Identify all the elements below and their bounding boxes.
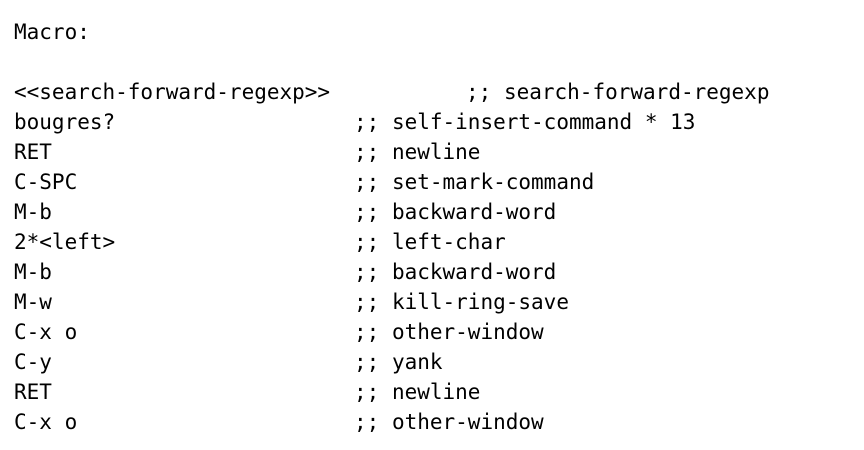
macro-keys: M-b — [14, 200, 52, 224]
macro-keys: 2*<left> — [14, 230, 116, 254]
command-name: search-forward-regexp — [503, 80, 770, 104]
macro-command-comment: ;; backward-word — [354, 257, 556, 287]
macro-line: RET;; newline — [14, 137, 854, 167]
macro-line: M-b;; backward-word — [14, 257, 854, 287]
macro-keys: C-x o — [14, 410, 78, 434]
comment-prefix: ;; — [354, 380, 380, 404]
macro-keys: RET — [14, 380, 52, 404]
macro-line: C-y;; yank — [14, 347, 854, 377]
macro-keys: C-y — [14, 350, 52, 374]
comment-prefix: ;; — [354, 260, 380, 284]
comment-prefix: ;; — [354, 410, 380, 434]
macro-command-comment: ;; kill-ring-save — [354, 287, 569, 317]
comment-prefix: ;; — [354, 350, 380, 374]
comment-prefix: ;; — [354, 170, 380, 194]
macro-keys: bougres? — [14, 110, 116, 134]
macro-command-comment: ;; search-forward-regexp — [466, 77, 769, 107]
macro-keys: <<search-forward-regexp>> — [14, 80, 331, 104]
macro-line: <<search-forward-regexp>>;; search-forwa… — [14, 77, 854, 107]
comment-prefix: ;; — [354, 230, 380, 254]
macro-line: bougres?;; self-insert-command * 13 — [14, 107, 854, 137]
macro-line: M-b;; backward-word — [14, 197, 854, 227]
command-name: self-insert-command * 13 — [391, 110, 696, 134]
command-name: left-char — [391, 230, 506, 254]
comment-prefix: ;; — [354, 290, 380, 314]
macro-line: C-x o;; other-window — [14, 317, 854, 347]
macro-line: C-x o;; other-window — [14, 407, 854, 437]
macro-line: M-w;; kill-ring-save — [14, 287, 854, 317]
comment-prefix: ;; — [354, 200, 380, 224]
macro-command-comment: ;; newline — [354, 377, 480, 407]
macro-keys: C-SPC — [14, 170, 78, 194]
command-name: backward-word — [391, 200, 557, 224]
macro-line: 2*<left>;; left-char — [14, 227, 854, 257]
macro-header: Macro: — [14, 20, 90, 44]
command-name: set-mark-command — [391, 170, 595, 194]
command-name: backward-word — [391, 260, 557, 284]
command-name: other-window — [391, 410, 544, 434]
comment-prefix: ;; — [466, 80, 492, 104]
macro-command-comment: ;; other-window — [354, 317, 544, 347]
comment-prefix: ;; — [354, 320, 380, 344]
macro-command-comment: ;; newline — [354, 137, 480, 167]
macro-line: C-SPC;; set-mark-command — [14, 167, 854, 197]
macro-keys: C-x o — [14, 320, 78, 344]
command-name: other-window — [391, 320, 544, 344]
macro-command-comment: ;; self-insert-command * 13 — [354, 107, 695, 137]
macro-command-comment: ;; backward-word — [354, 197, 556, 227]
macro-command-comment: ;; set-mark-command — [354, 167, 594, 197]
comment-prefix: ;; — [354, 110, 380, 134]
command-name: yank — [391, 350, 443, 374]
macro-keys: M-w — [14, 290, 52, 314]
macro-command-comment: ;; other-window — [354, 407, 544, 437]
macro-keys: RET — [14, 140, 52, 164]
command-name: newline — [391, 140, 481, 164]
macro-keys: M-b — [14, 260, 52, 284]
command-name: kill-ring-save — [391, 290, 569, 314]
macro-command-comment: ;; left-char — [354, 227, 506, 257]
macro-command-comment: ;; yank — [354, 347, 443, 377]
comment-prefix: ;; — [354, 140, 380, 164]
command-name: newline — [391, 380, 481, 404]
macro-line: RET;; newline — [14, 377, 854, 407]
